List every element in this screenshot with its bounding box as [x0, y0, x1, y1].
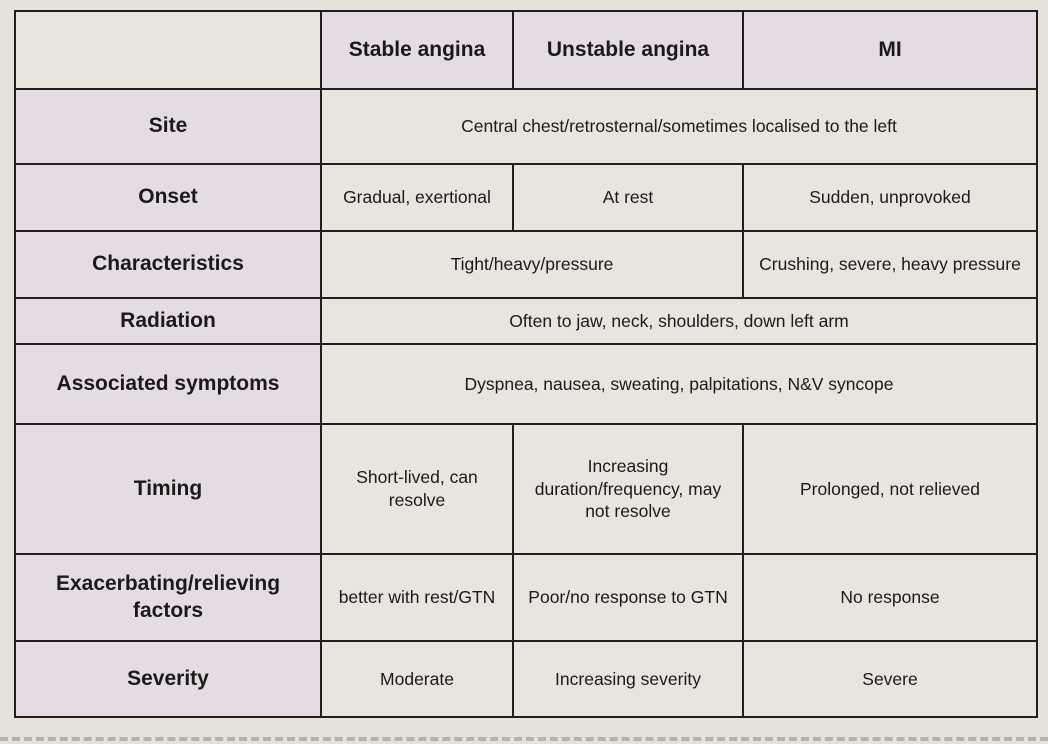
row-label-radiation: Radiation	[14, 297, 322, 345]
table-row-exacerbating-relieving: Exacerbating/relieving factors better wi…	[14, 553, 1038, 642]
cell-exacerbating-unstable: Poor/no response to GTN	[512, 553, 744, 642]
cell-timing-mi: Prolonged, not relieved	[742, 423, 1038, 555]
cell-severity-unstable: Increasing severity	[512, 640, 744, 718]
cell-timing-stable: Short-lived, can resolve	[320, 423, 514, 555]
cell-exacerbating-stable: better with rest/GTN	[320, 553, 514, 642]
table-row-characteristics: Characteristics Tight/heavy/pressure Cru…	[14, 230, 1038, 299]
column-header-unstable-angina: Unstable angina	[512, 10, 744, 90]
row-label-severity: Severity	[14, 640, 322, 718]
column-header-mi: MI	[742, 10, 1038, 90]
cell-severity-stable: Moderate	[320, 640, 514, 718]
cell-exacerbating-mi: No response	[742, 553, 1038, 642]
row-label-exacerbating-relieving: Exacerbating/relieving factors	[14, 553, 322, 642]
cell-onset-mi: Sudden, unprovoked	[742, 163, 1038, 232]
row-label-site: Site	[14, 88, 322, 165]
row-label-onset: Onset	[14, 163, 322, 232]
cell-characteristics-angina: Tight/heavy/pressure	[320, 230, 744, 299]
cell-radiation-all: Often to jaw, neck, shoulders, down left…	[320, 297, 1038, 345]
table-row-timing: Timing Short-lived, can resolve Increasi…	[14, 423, 1038, 555]
cell-timing-unstable: Increasing duration/frequency, may not r…	[512, 423, 744, 555]
table-row-site: Site Central chest/retrosternal/sometime…	[14, 88, 1038, 165]
column-header-stable-angina: Stable angina	[320, 10, 514, 90]
row-label-characteristics: Characteristics	[14, 230, 322, 299]
page-bottom-dashed-divider	[0, 737, 1048, 741]
row-label-associated-symptoms: Associated symptoms	[14, 343, 322, 425]
table-row-radiation: Radiation Often to jaw, neck, shoulders,…	[14, 297, 1038, 345]
cell-characteristics-mi: Crushing, severe, heavy pressure	[742, 230, 1038, 299]
table-row-severity: Severity Moderate Increasing severity Se…	[14, 640, 1038, 718]
table-row-associated-symptoms: Associated symptoms Dyspnea, nausea, swe…	[14, 343, 1038, 425]
row-label-timing: Timing	[14, 423, 322, 555]
cell-onset-stable: Gradual, exertional	[320, 163, 514, 232]
cell-associated-symptoms-all: Dyspnea, nausea, sweating, palpitations,…	[320, 343, 1038, 425]
header-row: Stable angina Unstable angina MI	[14, 10, 1038, 90]
angina-mi-comparison-table: Stable angina Unstable angina MI Site Ce…	[14, 10, 1038, 718]
cell-severity-mi: Severe	[742, 640, 1038, 718]
cell-site-all: Central chest/retrosternal/sometimes loc…	[320, 88, 1038, 165]
cell-onset-unstable: At rest	[512, 163, 744, 232]
table-row-onset: Onset Gradual, exertional At rest Sudden…	[14, 163, 1038, 232]
corner-cell	[14, 10, 322, 90]
